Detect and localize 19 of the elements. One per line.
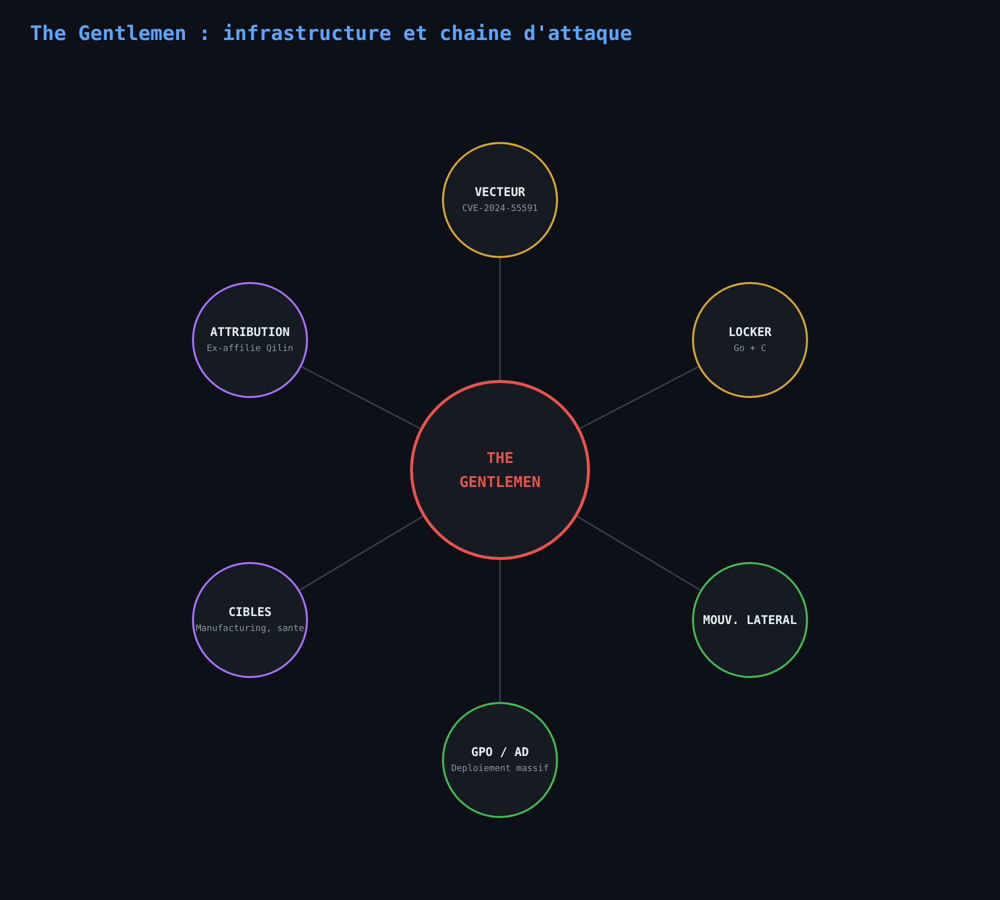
node-title: CIBLES [228, 604, 272, 620]
node-title: GPO / AD [471, 744, 529, 760]
node-title: ATTRIBUTION [210, 324, 290, 340]
node-subtitle: Ex-affilie Qilin [206, 344, 294, 356]
connector-line [580, 366, 699, 430]
node-title: VECTEUR [474, 184, 526, 200]
node-subtitle: CVE-2024-55591 [462, 204, 538, 216]
node-subtitle: Manufacturing, sante [196, 624, 304, 636]
node-title: THE GENTLEMEN [458, 448, 542, 493]
connector-line [299, 516, 424, 591]
connector-line [301, 366, 420, 430]
connector-line [499, 560, 501, 702]
connector-line [499, 258, 501, 380]
node-title: MOUV. LATERAL [703, 612, 797, 628]
node-subtitle: Deploiement massif [451, 764, 549, 776]
node-subtitle: Go + C [734, 344, 766, 356]
connector-line [576, 516, 701, 591]
node-title: LOCKER [728, 324, 772, 340]
diagram-title: The Gentlemen : infrastructure et chaine d'attaque [30, 21, 632, 45]
